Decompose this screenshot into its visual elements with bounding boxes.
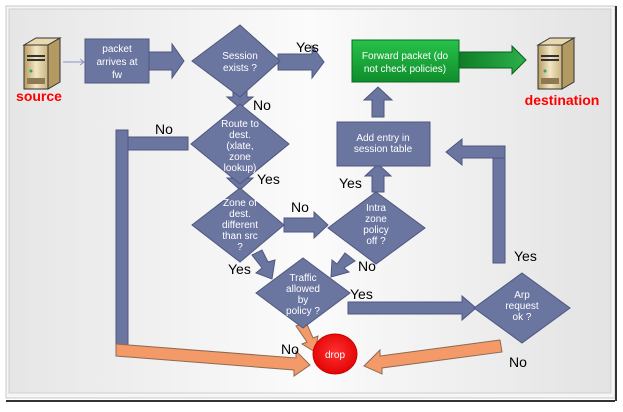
destination-label: destination	[525, 92, 600, 108]
arrow-route-no-horizontal	[127, 136, 189, 151]
node-text: Route to	[221, 119, 259, 130]
arrow-arp-no-to-drop	[363, 339, 503, 375]
arrow-zone-yes	[251, 249, 276, 280]
node-text: Add entry in	[356, 133, 409, 144]
label-intra-no: No	[358, 258, 376, 274]
node-text: not check policies)	[364, 64, 446, 75]
arrow-zone-no	[283, 210, 329, 240]
arrow-arp-yes-vertical	[492, 157, 506, 264]
label-session-yes: Yes	[296, 39, 319, 55]
node-text: arrives at	[96, 57, 137, 68]
source-connector-head	[79, 58, 85, 66]
node-text: lookup)	[224, 163, 257, 174]
node-text: ok ?	[513, 312, 532, 323]
node-text: Session	[222, 51, 258, 62]
node-zone-different: Zone of dest. different than src ?	[191, 187, 285, 263]
arrow-forward-to-destination	[458, 44, 527, 76]
node-text: by	[298, 295, 309, 306]
node-text: Intra	[366, 203, 386, 214]
node-text: allowed	[286, 284, 320, 295]
label-traffic-yes: Yes	[350, 286, 373, 302]
node-text: different	[222, 220, 258, 231]
node-text: policy	[363, 225, 389, 236]
node-text: request	[505, 301, 539, 312]
label-route-yes: Yes	[257, 171, 280, 187]
source-server-icon	[22, 37, 62, 90]
source-label: source	[16, 88, 62, 104]
node-text: exists ?	[223, 63, 257, 74]
node-packet-arrives: packet arrives at fw	[84, 38, 150, 84]
arrow-intra-yes	[363, 163, 393, 193]
label-session-no: No	[253, 97, 271, 113]
arrow-packet-to-session	[147, 42, 185, 80]
node-text: ?	[237, 242, 243, 253]
label-intra-yes: Yes	[339, 175, 362, 191]
node-text: off ?	[366, 236, 386, 247]
node-session-exists: Session exists ?	[191, 24, 281, 98]
drop-label: drop	[325, 350, 345, 361]
arrow-intra-no	[330, 252, 356, 278]
node-text: Zone of	[223, 198, 257, 209]
destination-server-icon	[536, 37, 576, 90]
node-text: zone	[229, 152, 251, 163]
arrow-route-no-to-drop	[115, 343, 311, 377]
label-zone-no: No	[291, 199, 309, 215]
node-route-to-dest: Route to dest. (xlate, zone lookup)	[190, 103, 290, 185]
node-traffic-allowed: Traffic allowed by policy ?	[255, 257, 351, 329]
label-traffic-no: No	[281, 341, 299, 357]
node-text: Arp	[514, 290, 530, 301]
node-text: session table	[354, 144, 413, 155]
label-arp-yes: Yes	[514, 248, 537, 264]
node-text: (xlate,	[226, 141, 253, 152]
node-text: dest.	[229, 209, 251, 220]
node-text: Traffic	[289, 273, 316, 284]
arrow-session-yes	[277, 44, 325, 80]
label-arp-no: No	[509, 354, 527, 370]
node-intra-zone: Intra zone policy off ?	[327, 191, 426, 265]
label-route-no: No	[155, 121, 173, 137]
arrow-arp-yes-horizontal	[445, 137, 506, 167]
node-drop: drop	[312, 333, 358, 375]
node-text: zone	[365, 214, 387, 225]
arrow-add-to-forward	[362, 86, 394, 118]
node-text: than src	[222, 231, 258, 242]
node-text: fw	[112, 70, 123, 81]
node-forward-packet: Forward packet (do not check policies)	[351, 39, 460, 83]
node-text: dest.	[229, 130, 251, 141]
node-text: policy ?	[286, 306, 320, 317]
node-arp-request: Arp request ok ?	[473, 272, 571, 344]
node-add-entry: Add entry in session table	[336, 121, 431, 167]
node-text: Forward packet (do	[362, 51, 449, 62]
node-text: packet	[102, 44, 132, 55]
label-zone-yes: Yes	[228, 261, 251, 277]
arrow-route-no-vertical	[115, 129, 129, 356]
arrow-traffic-yes	[347, 294, 477, 322]
